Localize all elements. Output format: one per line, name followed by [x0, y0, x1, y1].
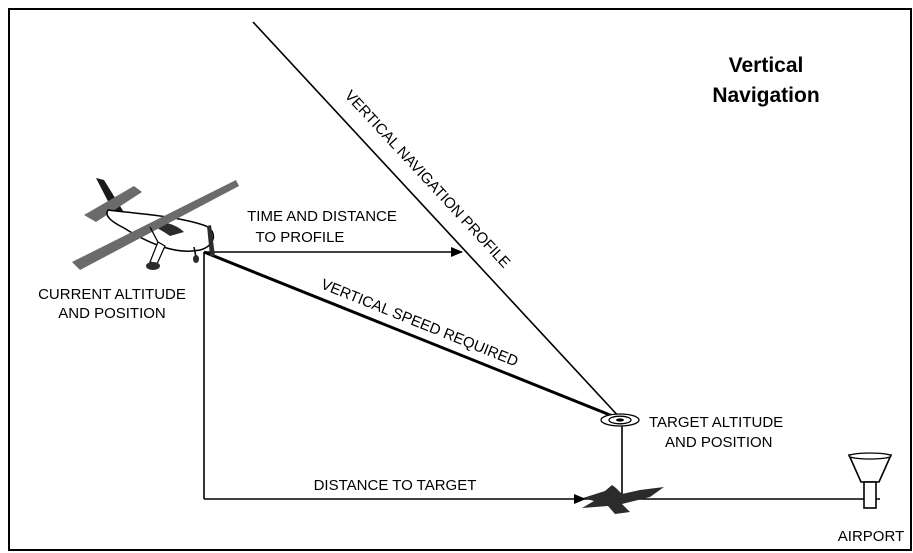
target-altitude-label-line1: TARGET ALTITUDE — [649, 414, 783, 431]
distance-to-target-label: DISTANCE TO TARGET — [314, 477, 477, 494]
frame-border — [8, 8, 912, 551]
current-altitude-label-line1: CURRENT ALTITUDE — [38, 286, 186, 303]
aircraft-icon — [72, 178, 239, 270]
vertical-speed-required-line — [203, 250, 621, 421]
vertical-navigation-profile-line — [252, 21, 623, 421]
aircraft-shadow-icon — [582, 485, 664, 514]
airport-icon — [847, 452, 893, 509]
time-distance-label-line2: TO PROFILE — [256, 229, 345, 246]
current-altitude-label-line2: AND POSITION — [58, 305, 166, 322]
diagram-title-line2: Navigation — [712, 84, 819, 107]
time-distance-label-line1: TIME AND DISTANCE — [247, 208, 397, 225]
diagram-title-line1: Vertical — [729, 54, 804, 77]
target-waypoint-icon — [600, 413, 640, 427]
airport-label: AIRPORT — [838, 528, 904, 545]
target-altitude-label-line2: AND POSITION — [665, 434, 773, 451]
